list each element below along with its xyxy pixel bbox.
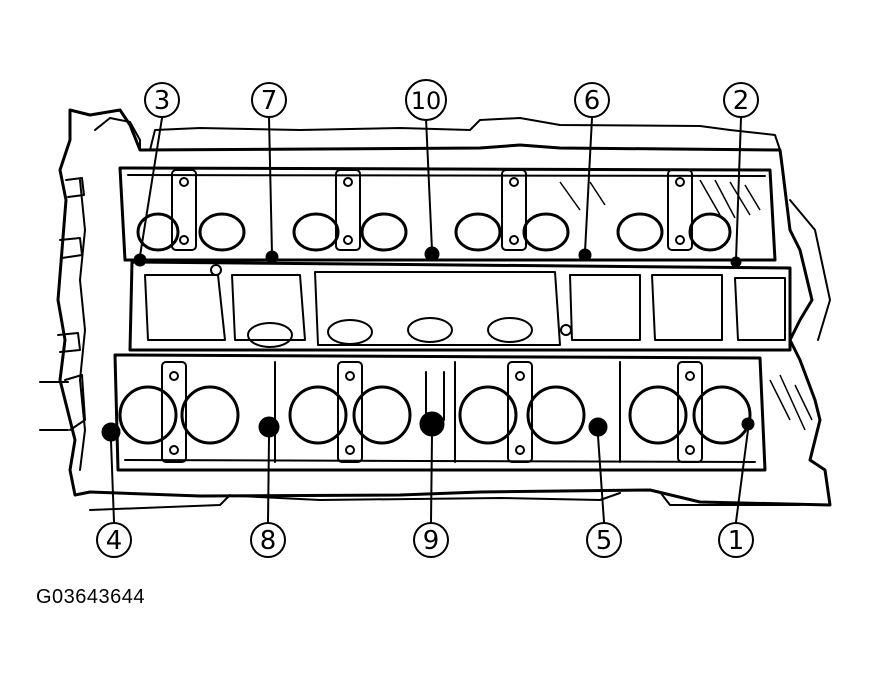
figure-id-label: G03643644: [36, 586, 146, 608]
callout-5: 5: [586, 522, 622, 558]
svg-text:7: 7: [261, 86, 278, 116]
svg-text:10: 10: [411, 87, 442, 115]
svg-text:9: 9: [423, 526, 440, 556]
bolt-9: [419, 411, 445, 437]
svg-text:8: 8: [260, 526, 277, 556]
callout-7: 7: [251, 82, 287, 118]
bolt-4: [101, 422, 121, 442]
callout-6: 6: [574, 82, 610, 118]
callout-10: 10: [405, 79, 447, 121]
callout-9: 9: [413, 522, 449, 558]
svg-text:4: 4: [106, 526, 123, 556]
svg-text:3: 3: [154, 86, 171, 116]
bolt-1: [741, 417, 755, 431]
callout-4: 4: [96, 522, 132, 558]
svg-text:5: 5: [596, 526, 613, 556]
bolt-8: [258, 416, 280, 438]
head-bolts: [101, 246, 755, 442]
callout-1: 1: [718, 522, 754, 558]
callout-8: 8: [250, 522, 286, 558]
upper-camshaft-bank: [118, 166, 777, 262]
svg-text:2: 2: [733, 86, 750, 116]
center-plug-gallery: [128, 260, 792, 352]
cylinder-head-outline: [39, 108, 832, 511]
callouts: 3 7 10 6 2 4 8 9: [96, 79, 759, 558]
leader-lines: [110, 117, 749, 523]
svg-text:1: 1: [728, 526, 745, 556]
callout-2: 2: [723, 82, 759, 118]
callout-3: 3: [144, 82, 180, 118]
lower-camshaft-bank: [113, 353, 813, 472]
bolt-5: [588, 417, 608, 437]
svg-text:6: 6: [584, 86, 601, 116]
